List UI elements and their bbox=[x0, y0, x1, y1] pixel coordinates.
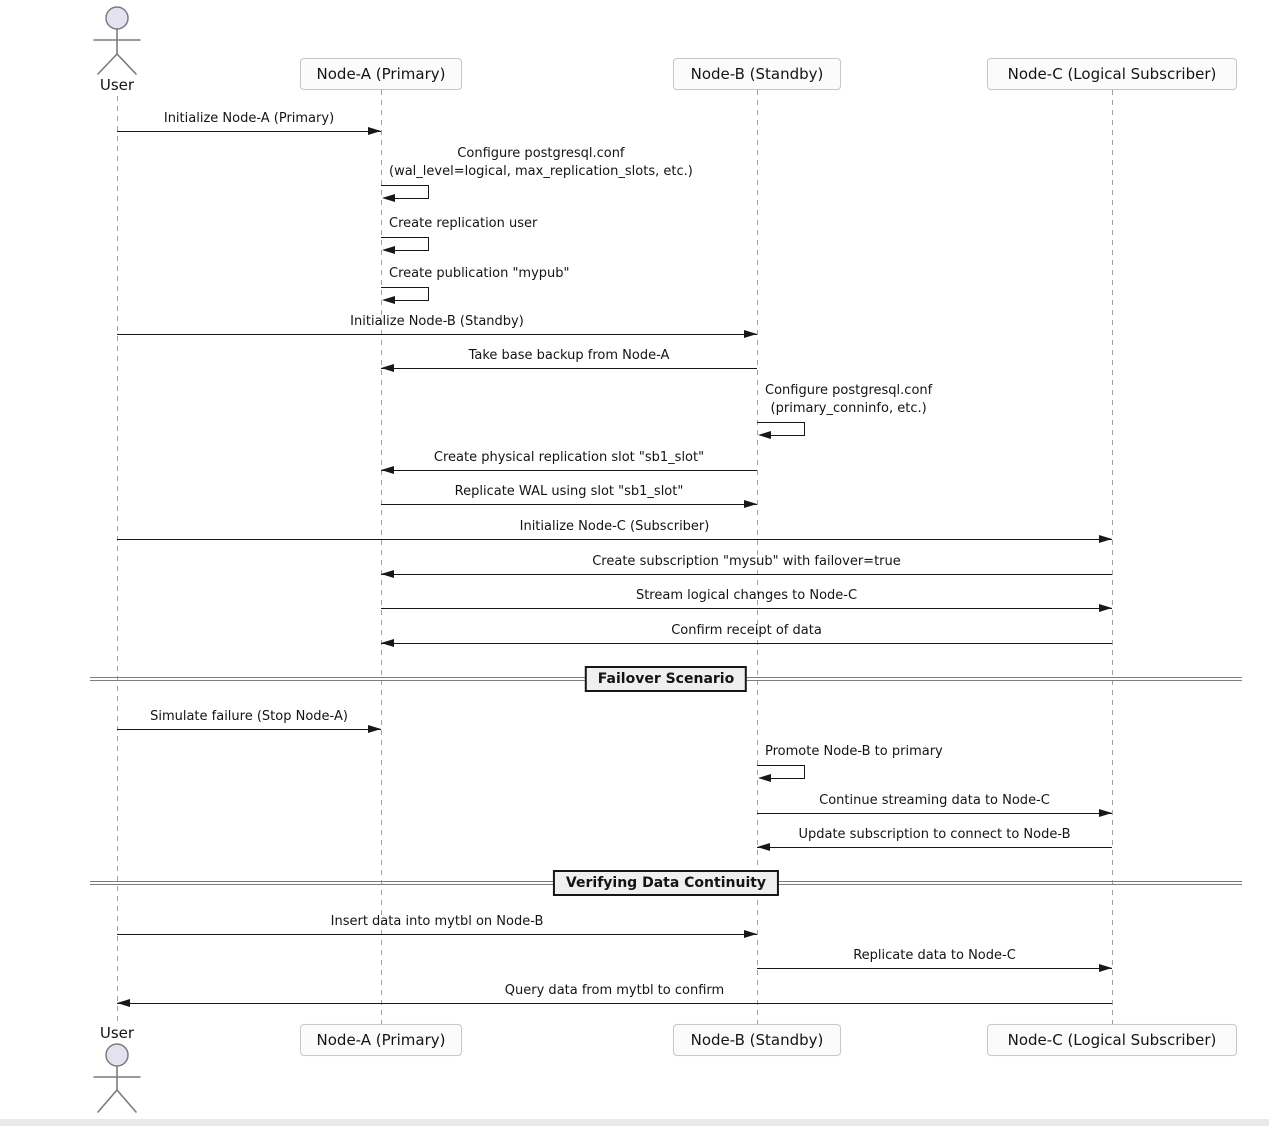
participant-box-node-a-bottom: Node-A (Primary) bbox=[300, 1024, 462, 1056]
bottom-edge-strip bbox=[0, 1119, 1269, 1126]
message-line bbox=[117, 729, 381, 731]
self-message-arrowhead bbox=[382, 246, 395, 254]
self-message-loop-top bbox=[381, 185, 429, 187]
self-message-loop-bottom bbox=[769, 435, 805, 437]
self-message-loop-bottom bbox=[769, 778, 805, 780]
divider-label-box: Failover Scenario bbox=[584, 666, 748, 692]
message-arrowhead bbox=[368, 725, 381, 733]
self-message-label: Create replication user bbox=[389, 216, 538, 231]
message-label: Create physical replication slot "sb1_sl… bbox=[433, 450, 705, 465]
lifeline-node-c bbox=[1111, 90, 1113, 1024]
self-message-loop-side bbox=[427, 287, 429, 302]
participant-box-node-b-bottom: Node-B (Standby) bbox=[673, 1024, 841, 1056]
self-message-loop-side bbox=[427, 185, 429, 200]
self-message-loop-top bbox=[757, 765, 805, 767]
self-message-loop-top bbox=[757, 422, 805, 424]
participant-box-node-b-top: Node-B (Standby) bbox=[673, 58, 841, 90]
self-message-label: Configure postgresql.conf (wal_level=log… bbox=[389, 146, 693, 179]
self-message-loop-side bbox=[803, 422, 805, 437]
self-message-label: Configure postgresql.conf (primary_conni… bbox=[765, 383, 933, 416]
message-label: Initialize Node-A (Primary) bbox=[163, 111, 335, 126]
self-message-loop-bottom bbox=[393, 250, 429, 252]
message-line bbox=[381, 643, 1112, 645]
message-arrowhead bbox=[757, 843, 770, 851]
divider-label-box: Verifying Data Continuity bbox=[552, 870, 780, 896]
message-line bbox=[117, 131, 381, 133]
message-line bbox=[381, 368, 757, 370]
self-message-label: Promote Node-B to primary bbox=[765, 744, 943, 759]
message-arrowhead bbox=[1099, 535, 1112, 543]
message-line bbox=[381, 608, 1112, 610]
user-actor-label: User bbox=[99, 76, 135, 94]
message-arrowhead bbox=[117, 999, 130, 1007]
message-arrowhead bbox=[1099, 809, 1112, 817]
self-message-loop-bottom bbox=[393, 198, 429, 200]
message-arrowhead bbox=[381, 364, 394, 372]
message-line bbox=[117, 334, 757, 336]
self-message-loop-bottom bbox=[393, 300, 429, 302]
message-label: Continue streaming data to Node-C bbox=[819, 793, 1050, 808]
message-label: Replicate WAL using slot "sb1_slot" bbox=[454, 484, 684, 499]
user-actor-bottom: User bbox=[87, 1024, 147, 1122]
lifeline-node-b bbox=[756, 90, 758, 1024]
participant-box-node-c-bottom: Node-C (Logical Subscriber) bbox=[987, 1024, 1237, 1056]
self-message-loop-top bbox=[381, 287, 429, 289]
participant-box-node-a-top: Node-A (Primary) bbox=[300, 58, 462, 90]
message-line bbox=[381, 574, 1112, 576]
message-arrowhead bbox=[744, 930, 757, 938]
message-label: Query data from mytbl to confirm bbox=[504, 983, 725, 998]
message-label: Replicate data to Node-C bbox=[853, 948, 1016, 963]
message-line bbox=[117, 1003, 1112, 1005]
lifeline-node-a bbox=[380, 90, 382, 1024]
message-line bbox=[757, 847, 1112, 849]
message-line bbox=[117, 934, 757, 936]
message-line bbox=[757, 968, 1112, 970]
message-line bbox=[117, 539, 1112, 541]
message-arrowhead bbox=[368, 127, 381, 135]
user-actor-top: User bbox=[87, 4, 147, 94]
participant-box-node-c-top: Node-C (Logical Subscriber) bbox=[987, 58, 1237, 90]
message-label: Take base backup from Node-A bbox=[468, 348, 670, 363]
message-line bbox=[381, 470, 757, 472]
message-label: Confirm receipt of data bbox=[671, 623, 822, 638]
message-label: Simulate failure (Stop Node-A) bbox=[150, 709, 348, 724]
message-arrowhead bbox=[1099, 604, 1112, 612]
lifeline-user bbox=[116, 96, 118, 1026]
message-arrowhead bbox=[381, 639, 394, 647]
self-message-arrowhead bbox=[382, 194, 395, 202]
user-actor-label: User bbox=[99, 1024, 135, 1042]
message-arrowhead bbox=[1099, 964, 1112, 972]
self-message-arrowhead bbox=[758, 431, 771, 439]
message-label: Initialize Node-B (Standby) bbox=[350, 314, 524, 329]
message-label: Stream logical changes to Node-C bbox=[635, 588, 858, 603]
self-message-loop-side bbox=[803, 765, 805, 780]
self-message-arrowhead bbox=[758, 774, 771, 782]
message-line bbox=[757, 813, 1112, 815]
self-message-arrowhead bbox=[382, 296, 395, 304]
message-line bbox=[381, 504, 757, 506]
user-actor-icon bbox=[93, 6, 141, 75]
self-message-loop-top bbox=[381, 237, 429, 239]
self-message-loop-side bbox=[427, 237, 429, 252]
message-label: Create subscription "mysub" with failove… bbox=[592, 554, 901, 569]
message-arrowhead bbox=[381, 570, 394, 578]
self-message-label: Create publication "mypub" bbox=[389, 266, 570, 281]
message-label: Insert data into mytbl on Node-B bbox=[330, 914, 544, 929]
message-label: Initialize Node-C (Subscriber) bbox=[519, 519, 710, 534]
user-actor-icon bbox=[93, 1043, 141, 1113]
message-arrowhead bbox=[744, 330, 757, 338]
message-label: Update subscription to connect to Node-B bbox=[798, 827, 1071, 842]
message-arrowhead bbox=[744, 500, 757, 508]
message-arrowhead bbox=[381, 466, 394, 474]
